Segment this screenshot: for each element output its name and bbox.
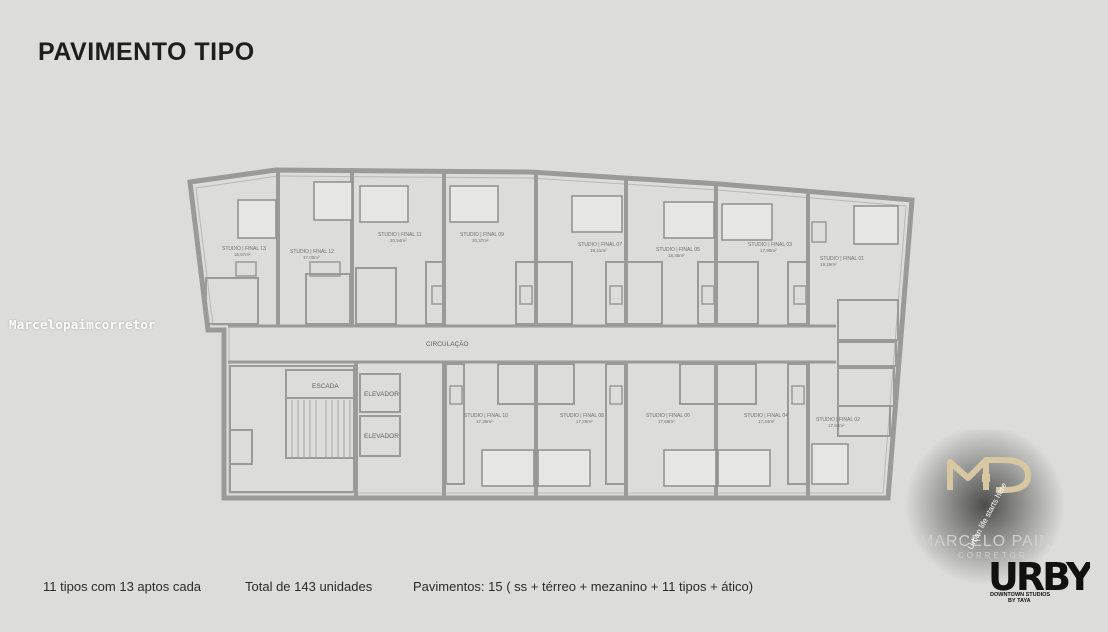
unit-label: STUDIO | FINAL 01 bbox=[820, 256, 864, 262]
house-m-icon bbox=[947, 457, 1031, 493]
footer-total: Total de 143 unidades bbox=[245, 579, 373, 594]
watermark-text: Marcelopaimcorretor bbox=[9, 317, 156, 332]
unit-area: 17,00m² bbox=[303, 255, 320, 260]
unit-label: STUDIO | FINAL 10 bbox=[464, 413, 508, 419]
top-beds bbox=[237, 181, 899, 245]
unit-label: STUDIO | FINAL 11 bbox=[378, 232, 422, 238]
unit-label: STUDIO | FINAL 03 bbox=[748, 242, 792, 248]
logo-mark: URBY bbox=[988, 555, 1090, 599]
unit-area: 18,36m² bbox=[668, 253, 685, 258]
unit-label: STUDIO | FINAL 04 bbox=[744, 413, 788, 419]
unit-label: STUDIO | FINAL 09 bbox=[460, 232, 504, 238]
unit-area: 20,54m² bbox=[390, 238, 407, 243]
page-title: PAVIMENTO TIPO bbox=[38, 38, 255, 66]
logo-sub: CORRETOR bbox=[958, 551, 1028, 560]
stairs-label: ESCADA bbox=[312, 383, 339, 390]
kitchen-counters bbox=[235, 221, 827, 405]
unit-label: STUDIO | FINAL 06 bbox=[646, 413, 690, 419]
unit-area: 17,94m² bbox=[828, 423, 845, 428]
unit-label: STUDIO | FINAL 05 bbox=[656, 247, 700, 253]
right-bathroom-stack bbox=[837, 299, 899, 437]
elevator-label-1: ELEVADOR bbox=[364, 391, 399, 398]
unit-area: 17,44m² bbox=[758, 419, 775, 424]
logo-caption-2: BY TAYA bbox=[1008, 598, 1031, 604]
stair-core bbox=[229, 365, 401, 493]
circulation-label: CIRCULAÇÃO bbox=[426, 339, 469, 348]
unit-area: 17,69m² bbox=[658, 419, 675, 424]
unit-label: STUDIO | FINAL 08 bbox=[560, 413, 604, 419]
building-inner-outline bbox=[195, 175, 907, 494]
unit-label: STUDIO | FINAL 13 bbox=[222, 246, 266, 252]
unit-label: STUDIO | FINAL 12 bbox=[290, 249, 334, 255]
unit-label: STUDIO | FINAL 07 bbox=[578, 242, 622, 248]
footer-types: 11 tipos com 13 aptos cada bbox=[43, 579, 202, 594]
unit-area: 17,36m² bbox=[476, 419, 493, 424]
elevator-label-2: ELEVADOR bbox=[364, 433, 399, 440]
brand-logo: MARCELO PAIM CORRETOR Urban life starts … bbox=[905, 430, 1090, 604]
unit-area: 17,90m² bbox=[760, 248, 777, 253]
bottom-bathrooms bbox=[445, 363, 809, 485]
footer-floors: Pavimentos: 15 ( ss + térreo + mezanino … bbox=[413, 579, 754, 594]
logo-caption-1: DOWNTOWN STUDIOS bbox=[990, 592, 1050, 598]
unit-area: 20,37m² bbox=[472, 238, 489, 243]
unit-label: STUDIO | FINAL 02 bbox=[816, 417, 860, 423]
unit-area: 17,29m² bbox=[576, 419, 593, 424]
top-unit-walls bbox=[276, 172, 810, 326]
bottom-beds bbox=[481, 443, 849, 487]
unit-area: 19,19m² bbox=[820, 262, 837, 267]
building-outline bbox=[187, 167, 915, 501]
logo-brand: MARCELO PAIM bbox=[920, 533, 1054, 550]
unit-area: 19,41m² bbox=[590, 248, 607, 253]
unit-area: 16,57m² bbox=[234, 252, 251, 257]
